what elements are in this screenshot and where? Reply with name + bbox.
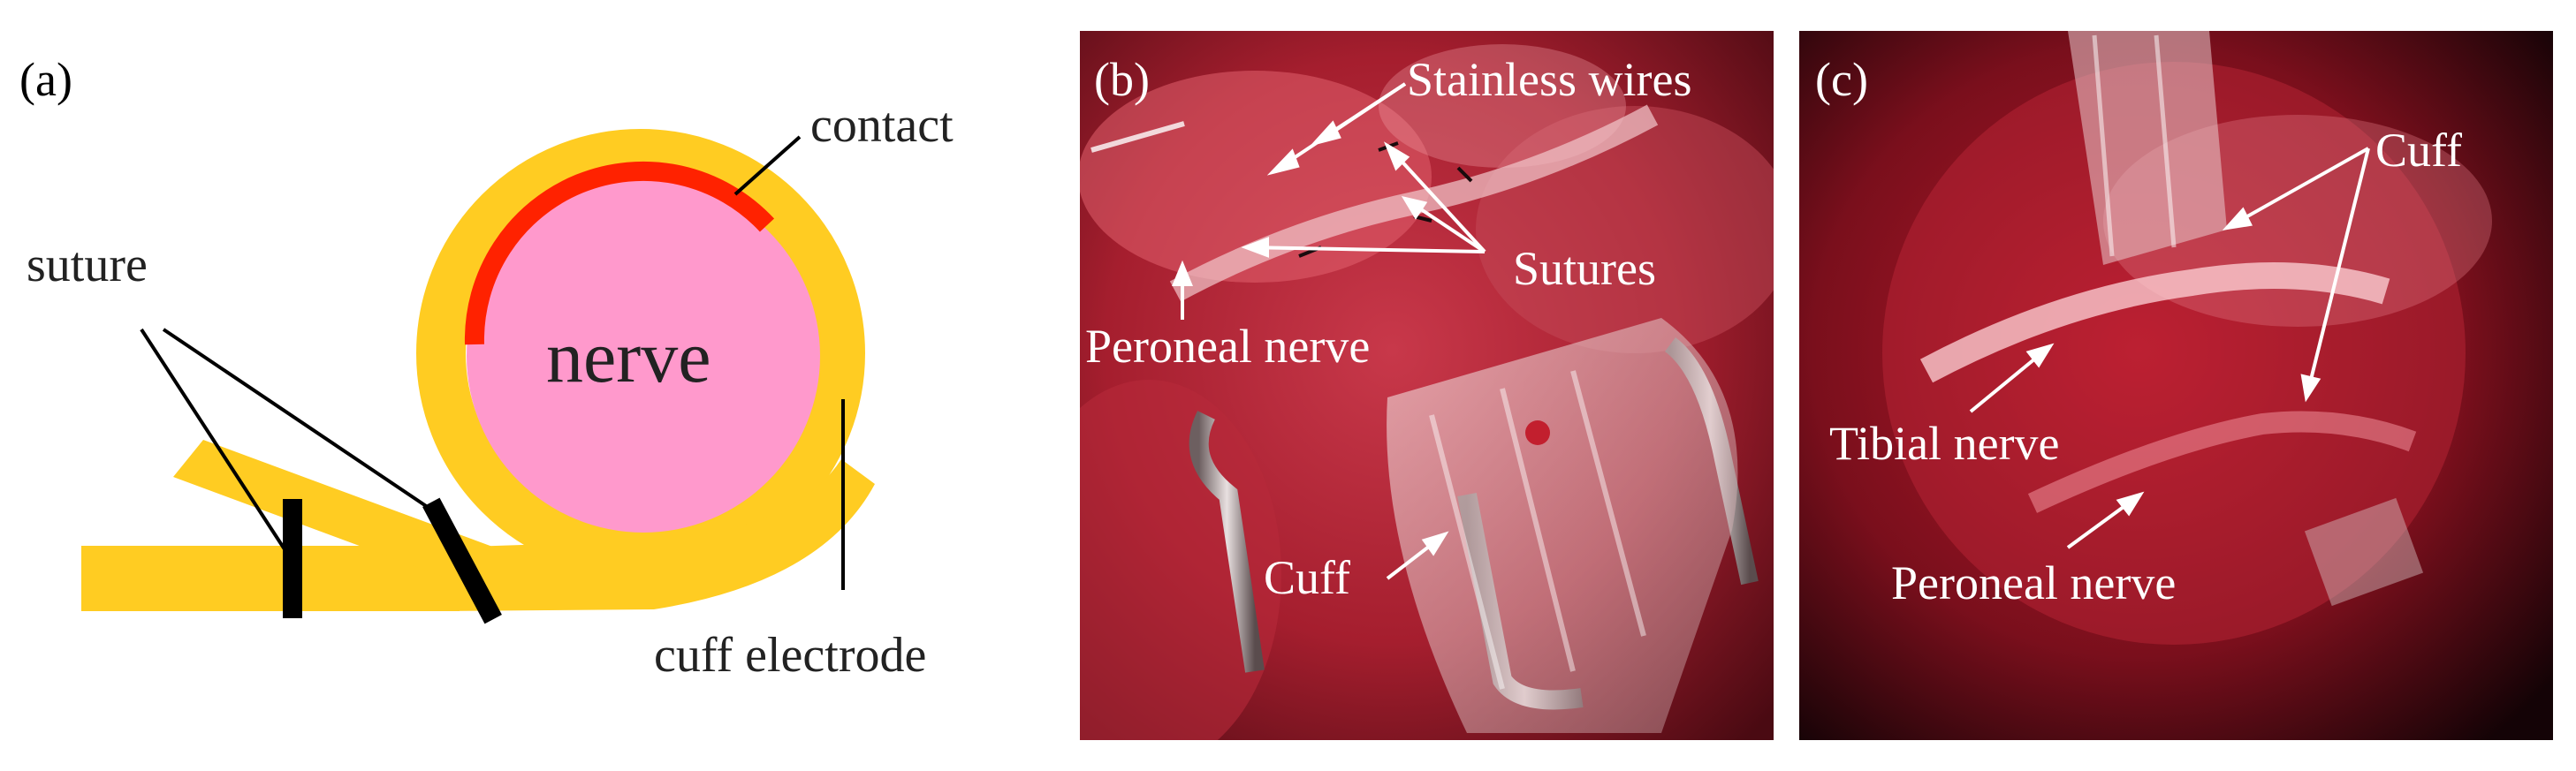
panel-c-label: (c) bbox=[1815, 53, 1868, 106]
stainless-wires-label: Stainless wires bbox=[1407, 53, 1691, 106]
tibial-nerve-label: Tibial nerve bbox=[1829, 417, 2059, 470]
suture-leader-2 bbox=[162, 328, 444, 518]
suture-2 bbox=[422, 497, 502, 624]
panel-c-photo: (c) Cuff Tibial nerve Peroneal nerve bbox=[1799, 31, 2553, 740]
nerve-label: nerve bbox=[546, 316, 711, 398]
contact-label: contact bbox=[810, 98, 954, 153]
peroneal-nerve-label-b: Peroneal nerve bbox=[1085, 320, 1370, 373]
contact-leader bbox=[733, 135, 802, 196]
nerve-circle bbox=[467, 179, 820, 533]
contact-arc bbox=[464, 161, 775, 345]
panel-b-photo: (b) Stainless wires Sutures Peroneal ner… bbox=[1080, 31, 1774, 740]
panel-a-schematic: (a) contact nerve suture cuff electrode bbox=[19, 53, 954, 683]
suture-1 bbox=[283, 499, 302, 618]
cuff-electrode-label: cuff electrode bbox=[654, 628, 926, 683]
sutures-label: Sutures bbox=[1513, 242, 1656, 295]
panel-b-label: (b) bbox=[1094, 53, 1150, 106]
cuff-tail bbox=[442, 459, 875, 611]
panel-b-arrows bbox=[1172, 82, 1486, 580]
panel-a-label: (a) bbox=[19, 53, 72, 106]
panel-c-arrows bbox=[1969, 147, 2370, 549]
suture-leader-1 bbox=[140, 328, 288, 554]
cuff-strip bbox=[81, 546, 460, 611]
photo-b-content bbox=[1080, 44, 1774, 740]
cuff-label-b: Cuff bbox=[1264, 551, 1350, 604]
peroneal-nerve-label-c: Peroneal nerve bbox=[1891, 556, 2176, 609]
cuff-flap bbox=[173, 440, 495, 583]
cuff-label-c: Cuff bbox=[2375, 124, 2462, 177]
photo-c-content bbox=[1882, 31, 2492, 645]
suture-label: suture bbox=[27, 238, 148, 292]
